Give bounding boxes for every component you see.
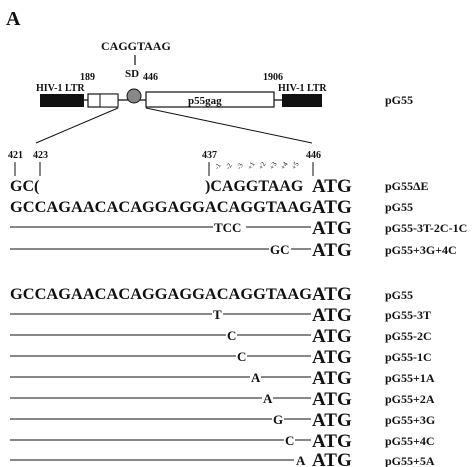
- mutation: A: [251, 370, 261, 385]
- mutation: GC: [270, 242, 290, 257]
- leader-box-2: [99, 93, 119, 108]
- left-ltr-box: [40, 94, 84, 107]
- start-codon: ATG: [312, 284, 352, 305]
- diagonal-position-marks: -1 -2 -3 +1 +2 +3 +4 +5: [213, 160, 301, 171]
- construct-name: pG55ΔE: [385, 179, 429, 193]
- start-codon: ATG: [312, 218, 352, 239]
- mutation: C: [285, 433, 294, 448]
- diagonal-mark: +4: [279, 160, 290, 171]
- construct-name: pG55+4C: [385, 434, 435, 448]
- construct-name: pG55-1C: [385, 350, 432, 364]
- zoom-line-right: [145, 107, 313, 144]
- start-codon: ATG: [312, 450, 352, 467]
- diagonal-mark: +5: [290, 160, 301, 171]
- mutation: C: [227, 328, 236, 343]
- sequence-row: GCCAGAACACAGGAGGACAGGTAAG ATG pG55: [10, 197, 413, 218]
- sequence-row: GC ATG pG55+3G+4C: [10, 240, 457, 261]
- sequence-row: A ATG pG55+5A: [10, 450, 435, 467]
- position-421: 421: [8, 150, 23, 161]
- diagonal-mark: -3: [235, 161, 245, 171]
- mutation: T: [213, 307, 222, 322]
- start-codon: ATG: [312, 176, 352, 197]
- zoom-positions: 421 423 437 446 -1 -2 -3 +1 +2 +3 +4 +5: [8, 150, 321, 176]
- start-codon: ATG: [312, 431, 352, 452]
- sequence-mid: )CAGGTAAG: [205, 178, 304, 195]
- position-437: 437: [202, 150, 217, 161]
- construct-name: pG55+2A: [385, 392, 435, 406]
- sequence-group-1: GC( )CAGGTAAG ATG pG55ΔE GCCAGAACACAGGAG…: [10, 176, 467, 261]
- zoom-line-left: [35, 107, 119, 144]
- mutation: C: [237, 349, 246, 364]
- construct-name: pG55+3G: [385, 413, 435, 427]
- position-446-zoom: 446: [306, 150, 321, 161]
- sequence-row: GC( )CAGGTAAG ATG pG55ΔE: [10, 176, 429, 197]
- sequence-row: G ATG pG55+3G: [10, 410, 435, 431]
- sequence-group-2: GCCAGAACACAGGAGGACAGGTAAG ATG pG55 T ATG…: [10, 284, 435, 467]
- sequence-row: C ATG pG55+4C: [10, 431, 435, 452]
- start-codon: ATG: [312, 368, 352, 389]
- construct-name: pG55+1A: [385, 371, 435, 385]
- right-ltr-box: [282, 94, 322, 107]
- sequence-full: GCCAGAACACAGGAGGACAGGTAAG: [10, 286, 313, 303]
- diagonal-mark: +3: [268, 160, 279, 171]
- construct-name: pG55-3T: [385, 308, 431, 322]
- sequence-left: GC(: [10, 178, 39, 195]
- construct-name: pG55: [385, 200, 413, 214]
- diagonal-mark: +2: [257, 160, 268, 171]
- right-ltr-label: HIV-1 LTR: [278, 83, 327, 94]
- panel-label: A: [6, 8, 21, 30]
- sequence-full: GCCAGAACACAGGAGGACAGGTAAG: [10, 199, 313, 216]
- mutation: A: [263, 391, 273, 406]
- mutation: G: [273, 412, 283, 427]
- sequence-row: C ATG pG55-1C: [10, 347, 432, 368]
- start-codon: ATG: [312, 197, 352, 218]
- construct-name: pG55: [385, 288, 413, 302]
- sequence-row: C ATG pG55-2C: [10, 326, 432, 347]
- gag-box: [145, 91, 275, 108]
- start-codon: ATG: [312, 389, 352, 410]
- construct-name: pG55: [385, 93, 413, 107]
- mutation: A: [296, 453, 306, 467]
- sequence-row: TCC ATG pG55-3T-2C-1C: [10, 218, 467, 239]
- position-1906: 1906: [263, 72, 283, 83]
- diagonal-mark: +1: [246, 160, 257, 171]
- sd-sequence-label: CAGGTAAG: [101, 39, 171, 53]
- start-codon: ATG: [312, 240, 352, 261]
- construct-name: pG55-2C: [385, 329, 432, 343]
- diagonal-mark: -1: [213, 161, 223, 171]
- construct-map: CAGGTAAG SD 189 446 1906 HIV-1 LTR HIV-1…: [35, 39, 413, 144]
- sd-label: SD: [125, 68, 139, 80]
- sd-circle: [126, 88, 142, 104]
- mutation: TCC: [214, 220, 241, 235]
- position-423: 423: [33, 150, 48, 161]
- sequence-row: A ATG pG55+1A: [10, 368, 435, 389]
- start-codon: ATG: [312, 305, 352, 326]
- construct-name: pG55-3T-2C-1C: [385, 221, 467, 235]
- start-codon: ATG: [312, 347, 352, 368]
- sequence-row: T ATG pG55-3T: [10, 305, 431, 326]
- sequence-row: A ATG pG55+2A: [10, 389, 435, 410]
- start-codon: ATG: [312, 326, 352, 347]
- diagonal-mark: -2: [224, 161, 234, 171]
- sequence-row: GCCAGAACACAGGAGGACAGGTAAG ATG pG55: [10, 284, 413, 305]
- construct-name: pG55+3G+4C: [385, 243, 457, 257]
- gag-label: p55gag: [188, 95, 222, 107]
- left-ltr-label: HIV-1 LTR: [36, 83, 85, 94]
- position-446-top: 446: [143, 72, 158, 83]
- position-189: 189: [80, 72, 95, 83]
- construct-name: pG55+5A: [385, 454, 435, 467]
- start-codon: ATG: [312, 410, 352, 431]
